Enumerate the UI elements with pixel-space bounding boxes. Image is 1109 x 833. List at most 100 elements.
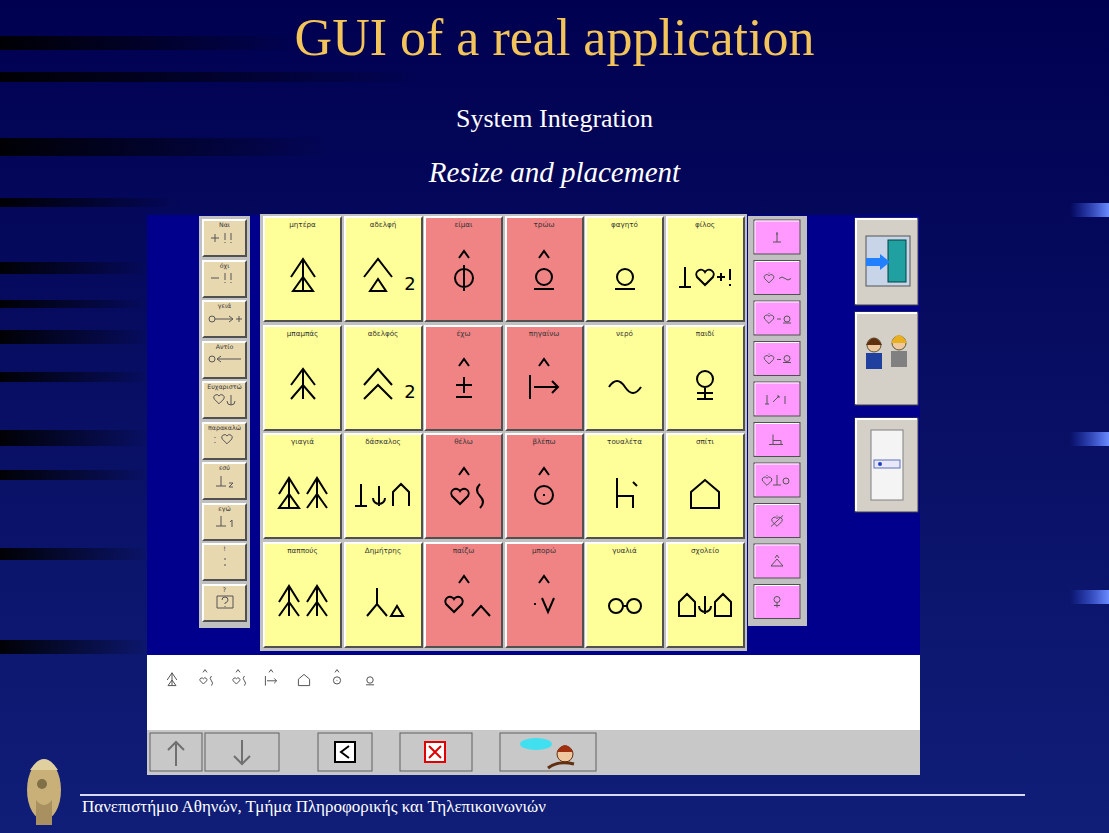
symbol-row: [587, 464, 662, 514]
symbol-button: τρώω: [505, 216, 584, 322]
symbol-row: 2: [346, 355, 421, 405]
decoration: [764, 273, 791, 283]
symbol-index: 2: [404, 275, 415, 293]
decoration: [0, 548, 150, 560]
decoration: [0, 430, 150, 446]
button-caption: Δημήτρης: [346, 544, 421, 555]
decoration: [773, 232, 781, 242]
symbol-row: [668, 572, 743, 622]
button-caption: εσύ: [204, 464, 245, 472]
bliss-stroke: [609, 599, 641, 613]
decoration: [425, 742, 445, 762]
decoration: [0, 198, 180, 207]
bliss-stroke: [209, 316, 242, 322]
button-caption: γειά: [204, 302, 245, 310]
bliss-stroke: [456, 359, 472, 397]
symbol-row: [587, 572, 662, 622]
button-caption: Αντίο: [204, 343, 245, 351]
decoration: [771, 555, 783, 566]
symbol-row: [204, 393, 245, 407]
bliss-stroke: [615, 269, 635, 289]
decoration: [762, 475, 789, 485]
button-caption: παίζω: [426, 544, 501, 555]
bliss-stroke: [211, 273, 231, 283]
decoration: [520, 738, 552, 750]
bliss-symbol: [675, 572, 735, 622]
decoration: [754, 220, 800, 254]
up-down-buttons: [150, 733, 279, 771]
speak-button: [500, 733, 596, 771]
decoration: [234, 740, 250, 764]
bliss-stroke: [617, 478, 637, 508]
bliss-stroke: [364, 369, 392, 399]
symbol-button: δάσκαλος: [344, 433, 423, 539]
symbol-button: αδελφή2: [344, 216, 423, 322]
decoration: [774, 597, 780, 608]
symbol-button: παίζω: [424, 542, 503, 648]
bliss-stroke: [213, 395, 234, 405]
decoration: [765, 395, 785, 404]
symbol-row: [346, 464, 421, 514]
symbol-button: γιαγιά: [263, 433, 342, 539]
phrase-button: εγώ: [202, 503, 247, 541]
bliss-stroke: [535, 468, 553, 504]
decoration: [871, 430, 903, 500]
button-caption: δάσκαλος: [346, 435, 421, 446]
symbol-button: τουαλέτα: [585, 433, 664, 539]
decoration: [755, 302, 799, 334]
decoration: [754, 382, 800, 416]
symbol-row: [426, 247, 501, 297]
decoration: [500, 733, 596, 771]
button-caption: παππούς: [265, 544, 340, 555]
bliss-symbol: [434, 247, 494, 297]
footer-text: Πανεπιστήμιο Αθηνών, Τμήμα Πληροφορικής …: [82, 797, 982, 817]
decoration: [891, 351, 907, 367]
bliss-symbol: [514, 247, 574, 297]
footer-rule: [80, 794, 1025, 796]
bliss-symbol: [595, 572, 655, 622]
decoration: [878, 462, 882, 466]
phrase-button: Ναι: [202, 219, 247, 257]
bliss-symbol: [353, 464, 413, 514]
bliss-symbol: [207, 352, 243, 366]
bliss-symbol: [434, 464, 494, 514]
decoration: [557, 746, 573, 762]
pink-buttons: [754, 220, 800, 619]
bliss-stroke: [215, 435, 232, 444]
button-caption: παιδί: [668, 327, 743, 338]
symbol-button: σπίτι: [666, 433, 745, 539]
bliss-stroke: [445, 576, 490, 616]
decoration: [866, 338, 882, 345]
symbol-row: [265, 572, 340, 622]
symbol-button: φίλος: [666, 216, 745, 322]
button-caption: όχι: [204, 262, 245, 270]
symbol-row: [265, 355, 340, 405]
decoration: [755, 383, 799, 415]
symbol-button: βλέπω: [505, 433, 584, 539]
people-button: [855, 312, 918, 405]
symbol-button: παιδί: [666, 325, 745, 431]
phrase-button: παρακαλώ: [202, 422, 247, 460]
decoration: [755, 464, 799, 496]
decoration: [771, 516, 783, 527]
bliss-stroke: [209, 356, 241, 362]
bliss-stroke: [291, 369, 315, 399]
symbol-button: έχω: [424, 325, 503, 431]
bliss-symbol: [675, 355, 735, 405]
button-caption: εγώ: [204, 505, 245, 513]
button-caption: έχω: [426, 327, 501, 338]
button-caption: τρώω: [507, 218, 582, 229]
decoration: [764, 313, 791, 323]
symbol-row: 2: [346, 247, 421, 297]
decoration: [0, 138, 330, 156]
button-caption: νερό: [587, 327, 662, 338]
decoration: [866, 236, 910, 286]
decoration: [341, 746, 349, 758]
button-caption: βλέπω: [507, 435, 582, 446]
bliss-symbol: [207, 555, 243, 569]
bliss-symbol: [207, 312, 243, 326]
symbol-button: μπορώ: [505, 542, 584, 648]
decoration: [36, 800, 52, 825]
bliss-symbol: [675, 464, 735, 514]
button-caption: ?: [204, 586, 245, 594]
